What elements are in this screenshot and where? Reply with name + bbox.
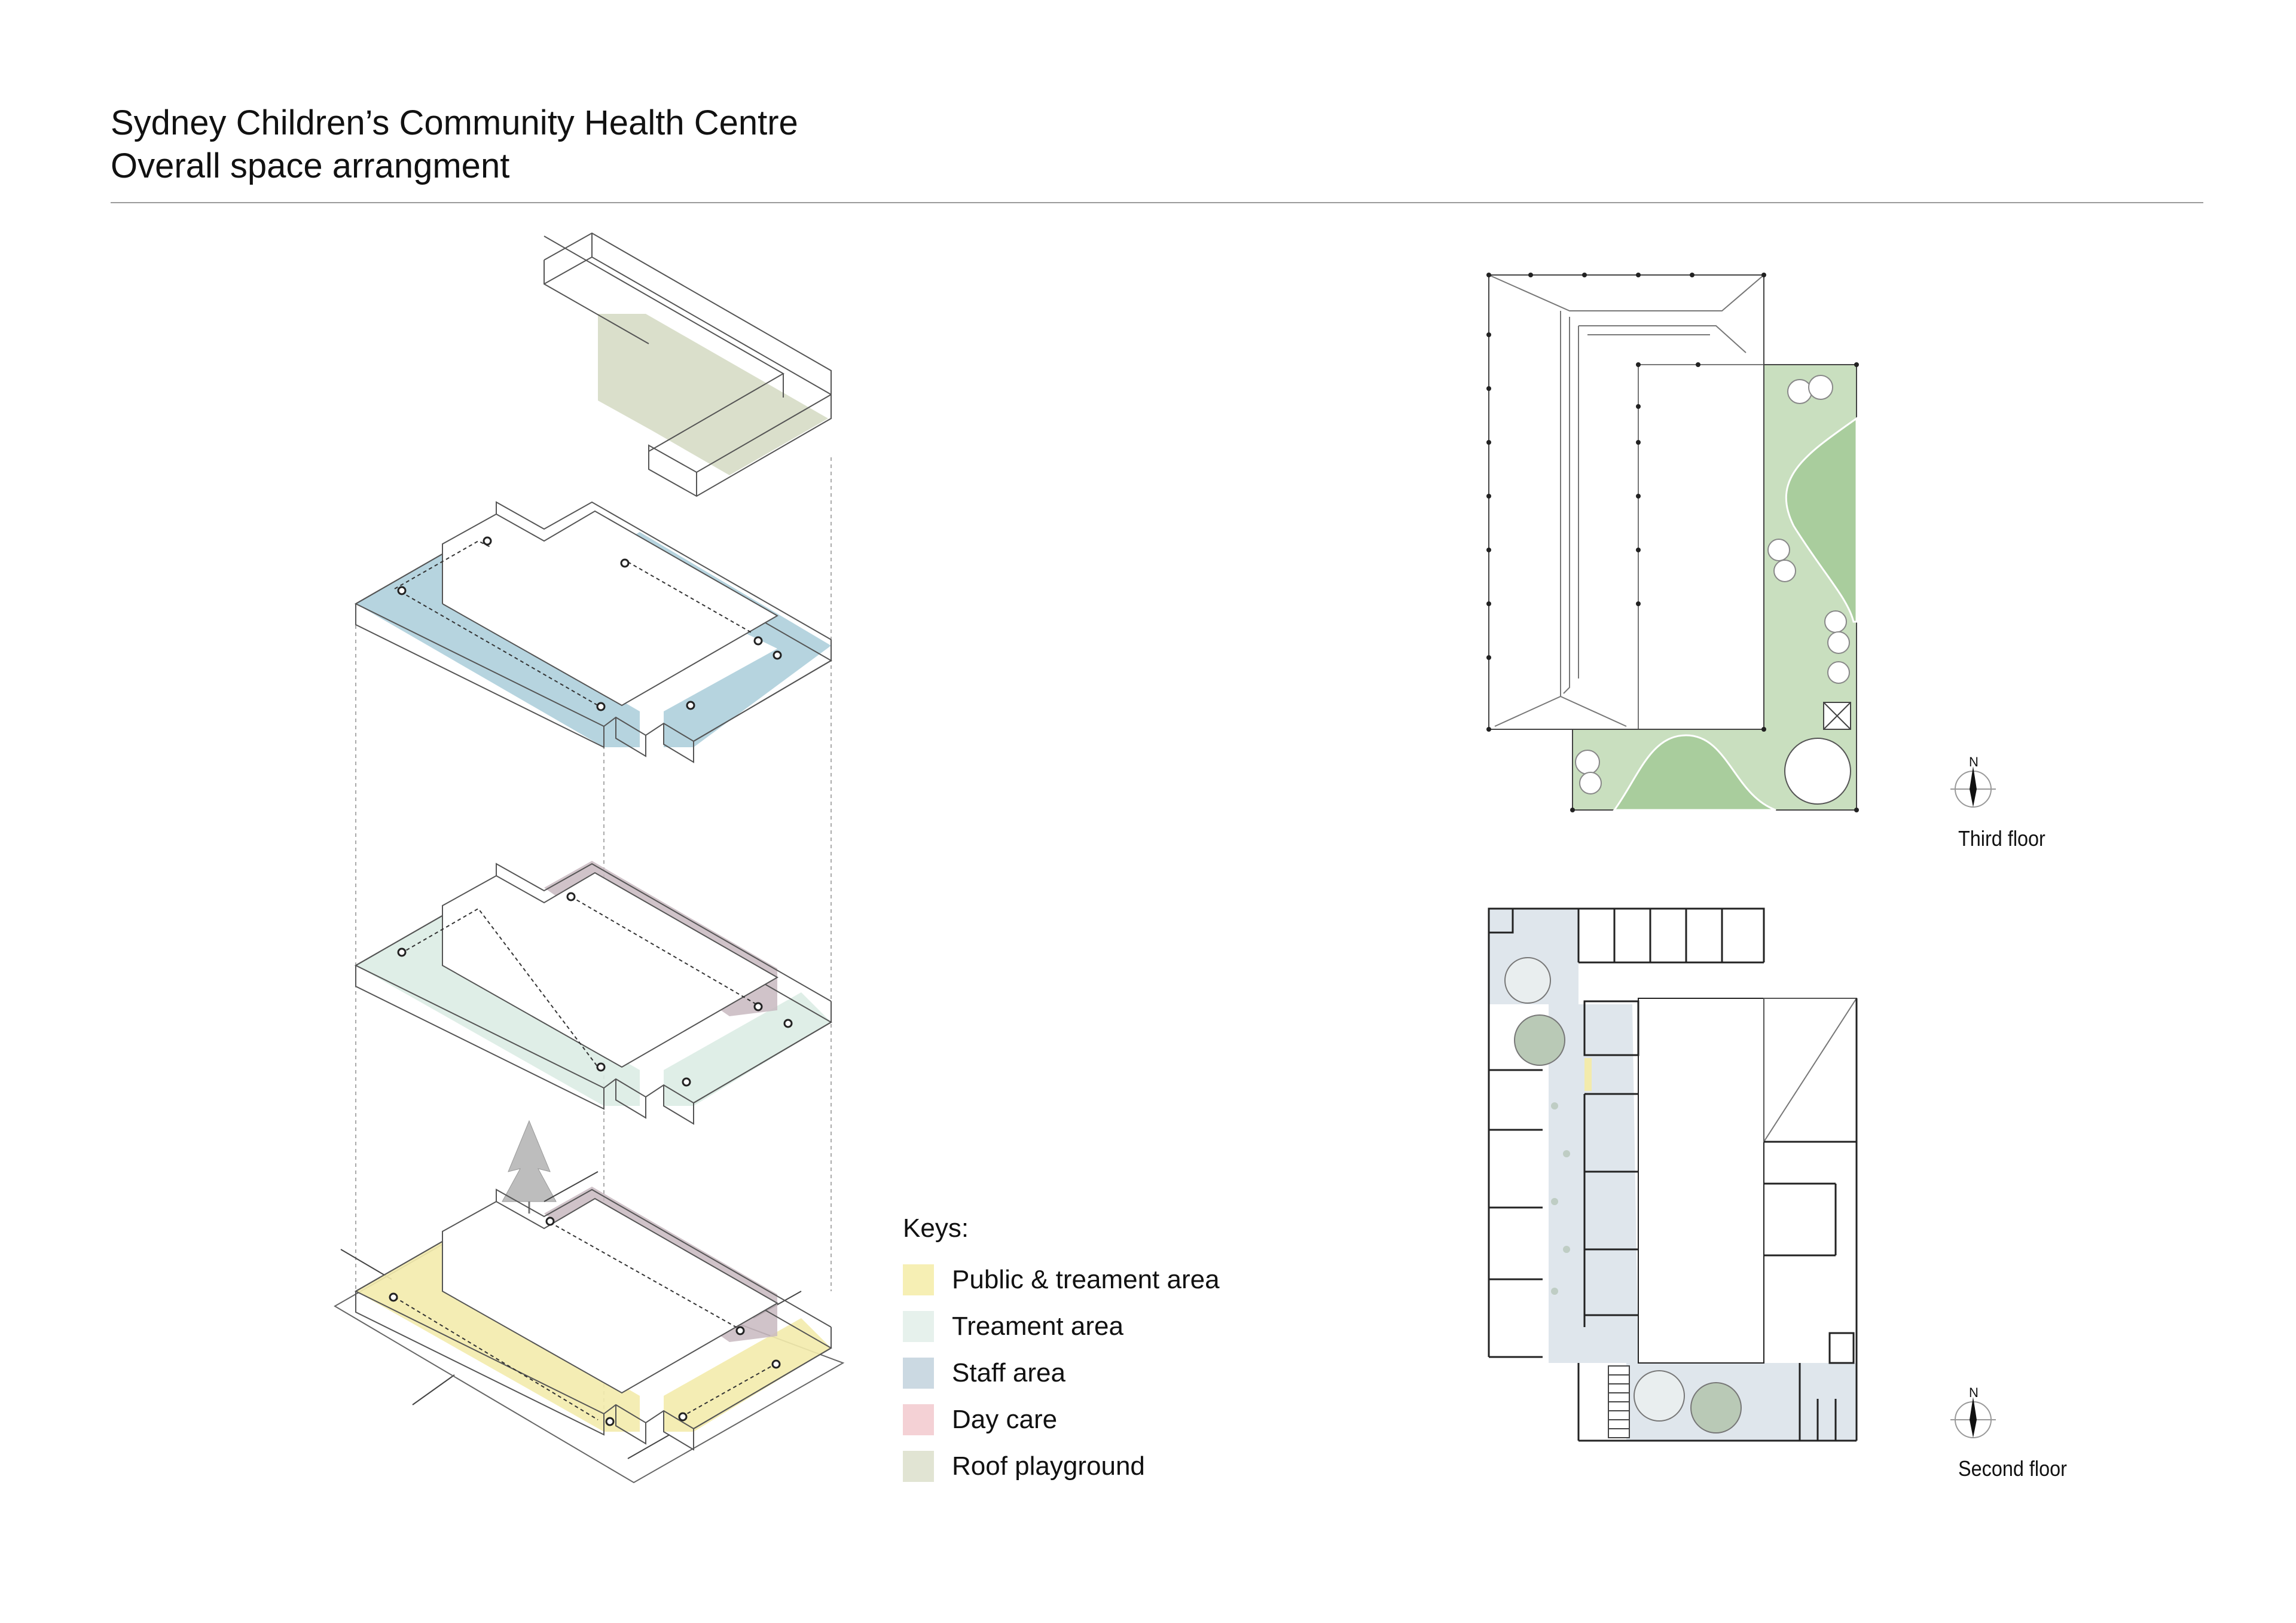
legend-item: Staff area [903,1350,1220,1396]
legend-swatch [903,1358,934,1389]
corridor-lights [1551,1102,1570,1295]
title-line-1: Sydney Children’s Community Health Centr… [111,103,798,142]
legend-label: Staff area [952,1358,1065,1387]
plan-column-dots [1486,273,1859,812]
circulation-spine [1489,909,1857,1441]
axonometric-stack [334,232,845,1484]
treatment-level-nodes [397,892,793,1087]
legend-item: Day care [903,1396,1220,1443]
legend-item: Public & treament area [903,1257,1220,1303]
ground-level-nodes [389,1217,781,1426]
axo-treatment-level [354,861,832,1125]
legend-label: Public & treament area [952,1265,1220,1294]
roof-playground-zone [598,314,828,475]
north-arrow-icon-second [1950,1397,1996,1438]
garden-lawn-east [1785,417,1858,623]
page-title: Sydney Children’s Community Health Centr… [111,102,798,188]
third-floor-north-label: N [1969,754,1979,769]
legend-label: Day care [952,1405,1058,1434]
vertical-guide-lines [355,457,832,1435]
legend-item: Roof playground [903,1443,1220,1490]
axo-ground-level [334,1120,845,1484]
legend-title: Keys: [903,1214,969,1243]
title-line-2: Overall space arrangment [111,146,510,185]
legend-swatch [903,1264,934,1295]
legend: Keys: Public & treament area Treament ar… [903,1214,1220,1490]
second-floor-north-label: N [1969,1385,1979,1400]
legend-swatch [903,1311,934,1342]
garden-lawn-south [1613,734,1776,811]
north-arrow-icon [1950,766,1996,808]
round-tables [1504,957,1742,1434]
staff-level-nodes [397,536,782,711]
second-floor-rooms [1488,907,1858,1442]
public-zone-marker [1584,1058,1592,1091]
round-play-area [1784,738,1851,805]
third-floor-plan [1486,273,1859,812]
legend-swatch [903,1404,934,1435]
axo-roof-level [544,232,832,497]
legend-item: Treament area [903,1303,1220,1350]
title-divider [111,202,2203,203]
second-floor-label: Second floor [1958,1456,2067,1481]
axo-staff-level [354,501,832,763]
legend-label: Roof playground [952,1451,1145,1481]
legend-label: Treament area [952,1312,1123,1341]
roof-hip-lines [1488,274,1764,730]
legend-swatch [903,1451,934,1482]
garden-trees [1575,375,1850,794]
stair-icon [1608,1365,1630,1438]
third-floor-label: Third floor [1958,826,2045,851]
second-floor-plan [1488,907,1858,1442]
